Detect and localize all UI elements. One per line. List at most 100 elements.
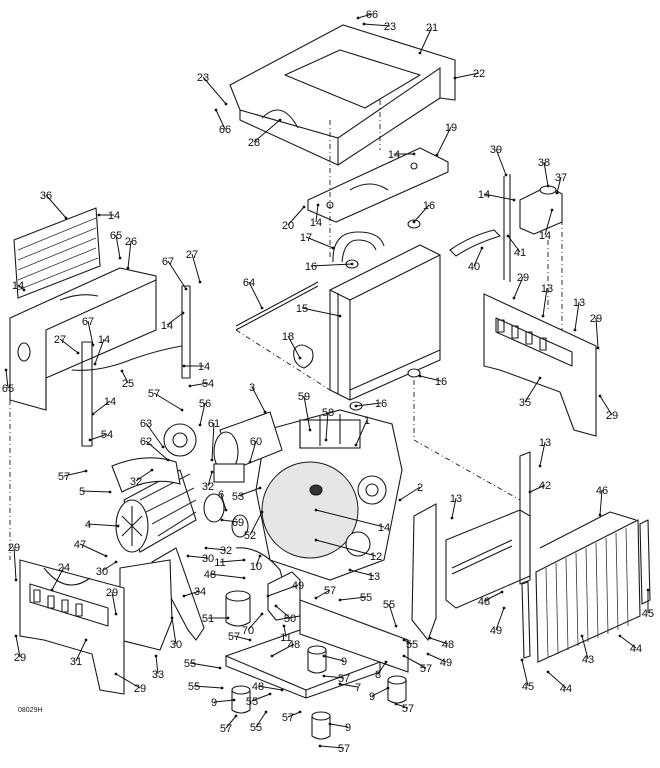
callout-number: 64 — [243, 277, 255, 289]
callout-leader-tip — [126, 266, 130, 270]
callout-leader — [193, 685, 223, 689]
callout-leader-tip — [91, 412, 95, 416]
callout-leader-tip — [418, 51, 422, 55]
callout-number: 23 — [197, 72, 209, 84]
callout-leader-tip — [198, 423, 202, 427]
callout-leader — [495, 607, 505, 631]
overflow-tank — [449, 174, 563, 282]
callout-leader-tip — [204, 546, 208, 550]
callout-leader — [529, 484, 546, 493]
callout-number: 63 — [140, 418, 152, 430]
callout-13: 13 — [450, 493, 462, 520]
callout-57: 57 — [220, 714, 238, 735]
callout-leader — [167, 260, 187, 290]
callout-10: 10 — [250, 554, 262, 573]
callout-leader-tip — [573, 328, 577, 332]
callout-number: 70 — [242, 625, 254, 637]
callout-number: 57 — [58, 471, 70, 483]
callout-number: 41 — [514, 247, 526, 259]
callout-leader-tip — [264, 710, 268, 714]
callout-leader — [303, 395, 311, 431]
callout-34: 34 — [182, 586, 206, 598]
callout-leader — [301, 307, 341, 317]
callout-number: 6 — [218, 489, 224, 501]
callout-46: 46 — [596, 485, 608, 517]
callout-leader — [419, 26, 433, 54]
upper-hose — [332, 231, 385, 263]
callout-number: 57 — [420, 663, 432, 675]
callout-leader — [267, 584, 299, 597]
callout-leader-tip — [84, 469, 88, 473]
callout-57: 57 — [394, 702, 414, 715]
callout-leader-tip — [596, 346, 600, 350]
callout-8: 8 — [375, 660, 388, 681]
callout-leader — [388, 603, 397, 627]
callout-leader — [357, 13, 373, 19]
callout-leader-tip — [242, 558, 246, 562]
callout-leader — [205, 547, 227, 551]
callout-leader — [419, 375, 442, 382]
callout-3: 3 — [249, 382, 267, 414]
callout-number: 13 — [573, 297, 585, 309]
callout-number: 24 — [58, 562, 70, 574]
callout-28: 28 — [248, 118, 282, 149]
callout-leader-tip — [14, 578, 18, 582]
callout-24: 24 — [50, 562, 70, 592]
callout-42: 42 — [528, 480, 551, 494]
callout-number: 8 — [375, 669, 381, 681]
callout-leader — [189, 662, 221, 669]
callout-49: 49 — [266, 580, 304, 598]
callout-29: 29 — [590, 313, 602, 350]
callout-leader — [45, 194, 67, 219]
callout-leader-tip — [180, 408, 184, 412]
callout-number: 55 — [406, 639, 418, 651]
callout-leader — [51, 566, 65, 591]
callout-32: 32 — [204, 545, 232, 557]
right-side-panel — [483, 293, 597, 437]
callout-number: 12 — [370, 551, 382, 563]
callout-29: 29 — [8, 542, 20, 582]
callout-number: 57 — [282, 712, 294, 724]
callout-leader — [81, 490, 111, 493]
callout-number: 28 — [248, 137, 260, 149]
callout-number: 27 — [186, 249, 198, 261]
callout-number: 23 — [384, 21, 396, 33]
callout-leader-tip — [331, 246, 335, 250]
callout-number: 16 — [305, 261, 317, 273]
callout-leader — [315, 589, 331, 599]
callout-number: 18 — [282, 331, 294, 343]
callout-leader-tip — [278, 118, 282, 122]
callout-leader — [249, 511, 263, 536]
callout-leader-tip — [14, 634, 18, 638]
callout-56: 56 — [198, 398, 211, 427]
callout-number: 39 — [490, 144, 502, 156]
callout-leader — [547, 671, 567, 689]
callout-number: 42 — [539, 480, 551, 492]
callout-number: 44 — [630, 643, 642, 655]
callout-36: 36 — [40, 190, 68, 220]
callout-leader — [225, 715, 237, 729]
callout-55: 55 — [184, 658, 222, 670]
callout-leader-tip — [64, 216, 68, 220]
radiator — [329, 244, 441, 401]
callout-leader — [349, 569, 375, 577]
callout-57: 57 — [58, 469, 88, 483]
callout-leader-tip — [260, 612, 264, 616]
callout-number: 69 — [232, 517, 244, 529]
callout-leader — [403, 639, 413, 645]
callout-number: 14 — [98, 334, 110, 346]
callout-leader — [436, 126, 452, 156]
callout-number: 67 — [82, 316, 94, 328]
callout-number: 43 — [582, 654, 594, 666]
callout-leader-tip — [541, 314, 545, 318]
callout-leader — [15, 635, 21, 658]
callout-leader-tip — [384, 660, 388, 664]
callout-leader — [94, 338, 105, 365]
callout-57: 57 — [322, 673, 350, 685]
callout-leader — [483, 591, 503, 602]
callout-leader-tip — [220, 686, 224, 690]
callout-number: 14 — [378, 522, 390, 534]
callout-number: 49 — [292, 580, 304, 592]
callout-number: 25 — [122, 378, 134, 390]
callout-leader — [287, 711, 301, 718]
